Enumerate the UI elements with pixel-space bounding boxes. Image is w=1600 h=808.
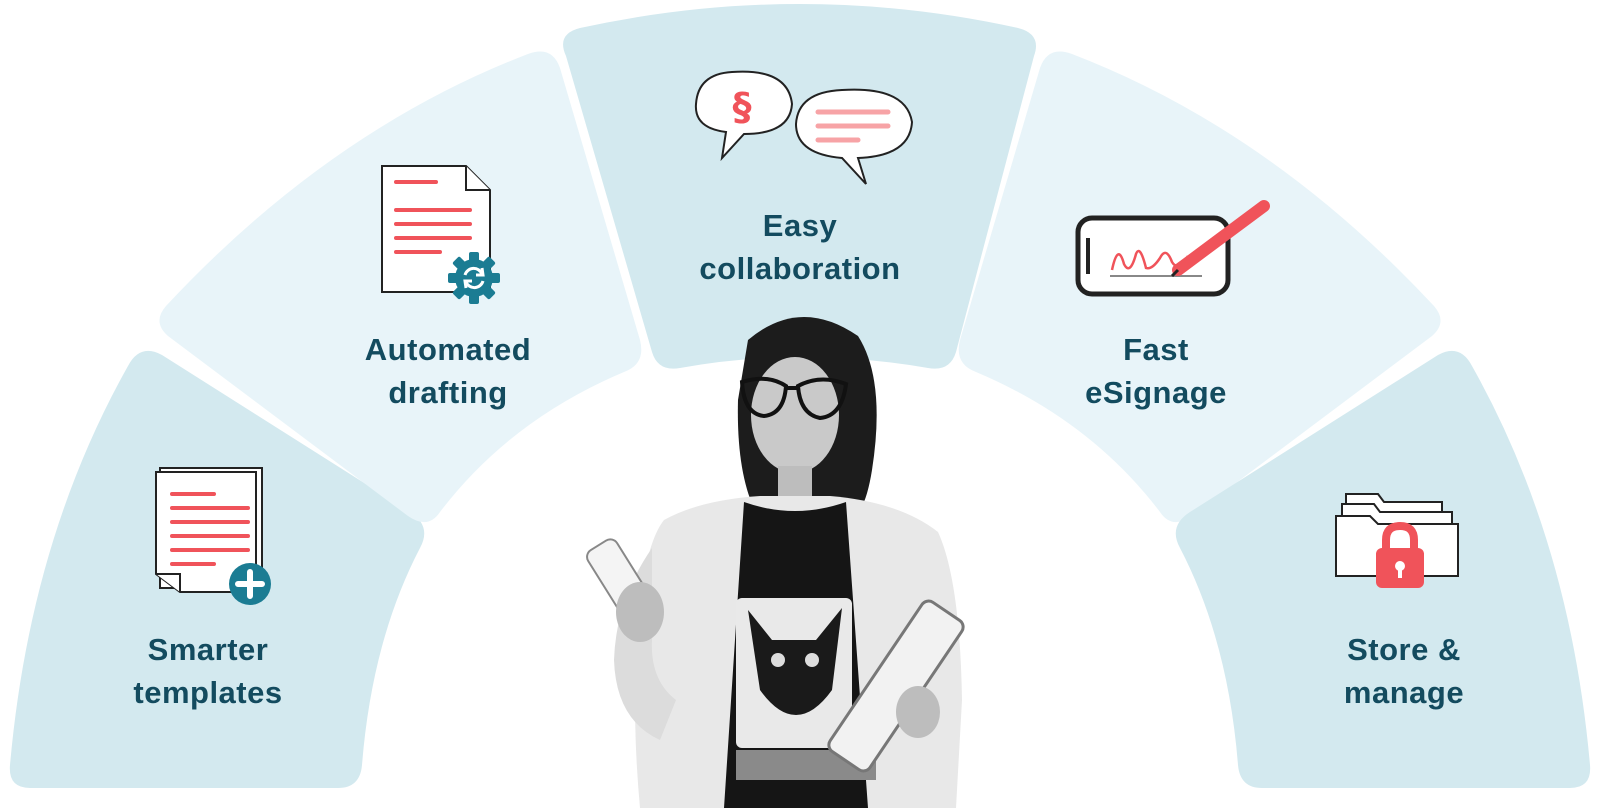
label-smarter-templates: Smarter templates <box>86 628 330 714</box>
chat-bubbles-icon: § <box>694 70 914 185</box>
label-line: Smarter <box>147 632 269 667</box>
label-line: eSignage <box>1085 375 1227 410</box>
person-with-phone-illustration <box>586 316 965 808</box>
label-line: collaboration <box>699 251 901 286</box>
svg-text:§: § <box>733 85 752 129</box>
label-line: Automated <box>364 332 532 367</box>
label-line: Store & <box>1347 632 1461 667</box>
document-plus-icon <box>155 467 271 605</box>
label-easy-collaboration: Easy collaboration <box>678 204 922 290</box>
label-store-manage: Store & manage <box>1282 628 1526 714</box>
folder-lock-icon <box>1335 493 1459 588</box>
segment-easy-collaboration <box>563 4 1036 369</box>
label-line: templates <box>133 675 283 710</box>
label-automated-drafting: Automated drafting <box>326 328 570 414</box>
label-line: Fast <box>1123 332 1189 367</box>
label-line: drafting <box>388 375 508 410</box>
label-line: Easy <box>762 208 838 243</box>
document-gear-icon <box>381 165 500 304</box>
phone-signature-icon <box>1075 200 1270 297</box>
label-fast-esignage: Fast eSignage <box>1034 328 1278 414</box>
label-line: manage <box>1343 675 1465 710</box>
